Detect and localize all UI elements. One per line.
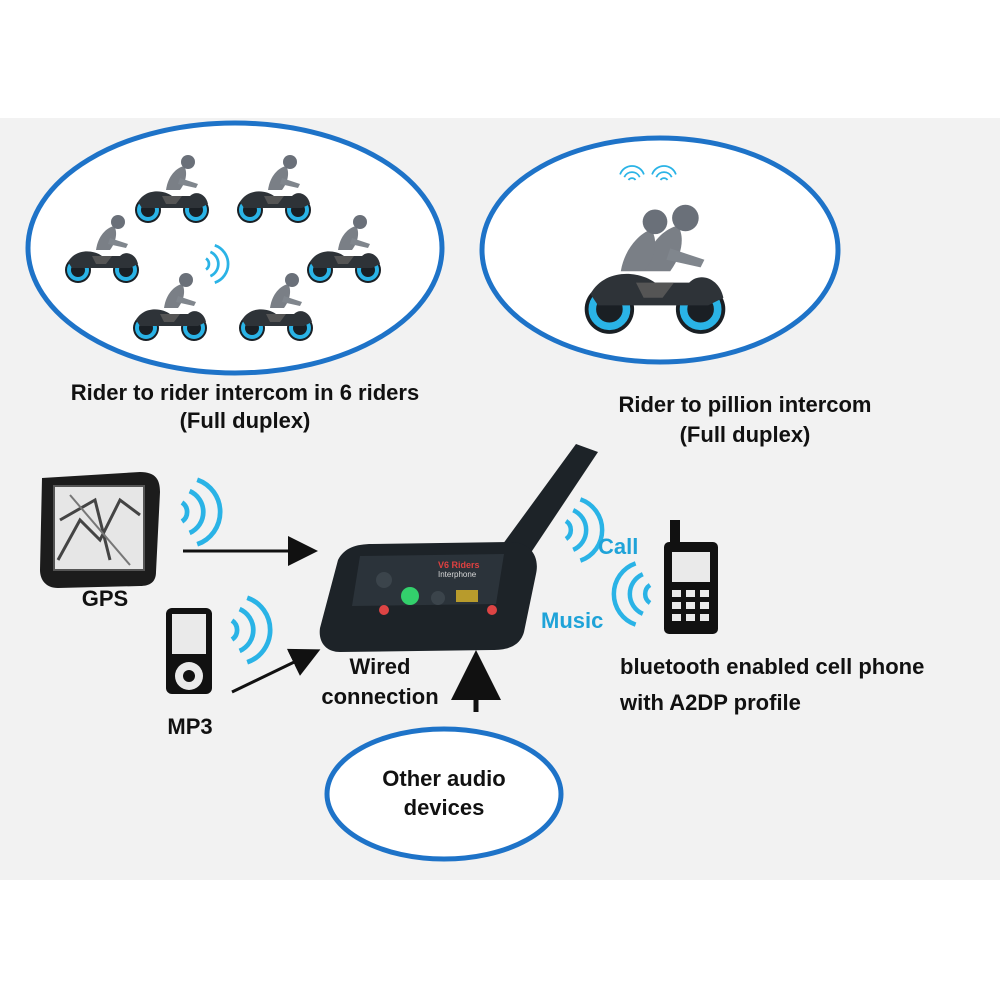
intercom-headset-icon [319,444,598,652]
wireless-signal-icon [182,480,220,545]
call-label: Call [598,534,639,559]
wired-label-line2: connection [321,684,439,709]
music-label: Music [541,608,604,633]
other-audio-line2: devices [403,795,485,820]
phone-label-line1: bluetooth enabled cell phone [620,654,925,679]
mp3-arrow [231,648,321,694]
wired-label-line1: Wired [349,654,411,679]
gps-label: GPS [81,586,129,611]
rider-group-bubble [25,120,445,376]
wireless-signal-icon [614,563,650,624]
phone-label-line2: with A2DP profile [620,690,801,715]
wireless-signal-icon [566,499,602,560]
rider-to-pillion-label: Rider to pillion intercom [618,392,872,417]
gps-device-icon [40,472,160,588]
rider-to-rider-mode: (Full duplex) [179,408,311,433]
mp3-label: MP3 [167,714,213,739]
mp3-player-icon [166,608,212,694]
device-model: Interphone [438,570,477,579]
pillion-bubble [479,135,841,365]
pillion-motorcycle-icon [585,205,726,334]
other-audio-bubble [324,726,564,862]
rider-to-rider-label: Rider to rider intercom in 6 riders [70,380,420,405]
cell-phone-icon [664,520,718,634]
rider-to-pillion-mode: (Full duplex) [679,422,811,447]
wireless-signal-icon [232,598,270,663]
other-audio-line1: Other audio [382,766,506,791]
device-brand: V6 Riders [438,560,480,570]
